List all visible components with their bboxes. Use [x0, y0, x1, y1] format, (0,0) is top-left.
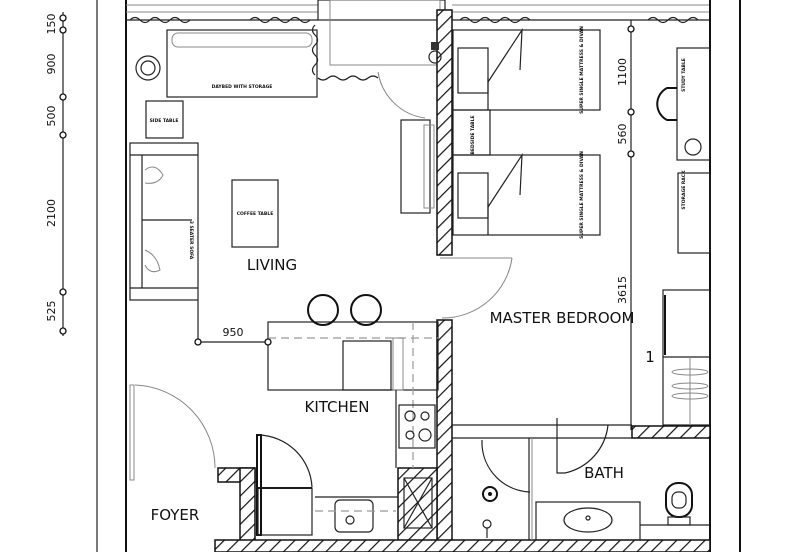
wardrobe-tag: 1: [645, 348, 655, 366]
dim-3615: 3615: [616, 276, 629, 304]
tv-panel: [423, 124, 435, 209]
room-label-bath: BATH: [584, 464, 624, 482]
bar-stool: [350, 294, 382, 326]
room-label-kitchen: KITCHEN: [305, 398, 370, 416]
room-label-foyer: FOYER: [151, 506, 200, 524]
kitchen-sink: [315, 496, 398, 533]
bed-2: SUPER SINGLE MATTRESS & DIVAN: [452, 151, 601, 239]
bedroom-dimension-chain: 1100 560 3615: [616, 20, 635, 430]
bed-1: SUPER SINGLE MATTRESS & DIVAN: [452, 26, 601, 114]
dim-500: 500: [45, 106, 58, 127]
floor-lamp-icon: [135, 55, 161, 81]
daybed-label: DAYBED WITH STORAGE: [212, 84, 273, 90]
door-swing: [377, 71, 426, 119]
left-dimension-chain: 150 900 500 2100 525: [45, 12, 67, 336]
coffee-table-label: COFFEE TABLE: [237, 211, 274, 217]
wall-living-bedroom: [436, 9, 453, 256]
bedside-table-label: BEDSIDE TABLE: [470, 115, 476, 154]
switch-icon: [431, 42, 439, 50]
kitchen-dimension: 950: [194, 300, 272, 346]
study-table: STUDY TABLE: [656, 47, 711, 161]
service-shaft: [403, 477, 433, 529]
coffee-table: COFFEE TABLE: [231, 179, 279, 248]
kitchen-island: [267, 321, 439, 391]
sofa-label: 3 SEATER SOFA: [188, 221, 194, 260]
bedside-table: BEDSIDE TABLE: [452, 109, 491, 156]
study-table-label: STUDY TABLE: [681, 58, 687, 92]
wardrobe: [662, 289, 711, 426]
wall-foyer-column: [239, 467, 256, 552]
wall-kitchen-bath: [436, 319, 453, 552]
dim-950: 950: [223, 326, 244, 339]
side-table: SIDE TABLE: [145, 100, 184, 139]
tv-console: [400, 119, 431, 214]
entry-door-swing: [134, 384, 216, 469]
room-label-master-bedroom: MASTER BEDROOM: [490, 309, 635, 327]
dim-560: 560: [616, 124, 629, 145]
wall-bath-right: [631, 425, 711, 439]
wall-bottom: [214, 539, 711, 552]
fixture-icon: [428, 50, 442, 64]
toilet-icon: [665, 482, 693, 526]
bed-2-label: SUPER SINGLE MATTRESS & DIVAN: [579, 151, 585, 239]
room-label-living: LIVING: [247, 256, 297, 274]
dim-525: 525: [45, 301, 58, 322]
cooktop-icon: [404, 410, 432, 442]
shoe-cabinet: [256, 434, 313, 536]
dim-150: 150: [45, 14, 58, 35]
bed-1-label: SUPER SINGLE MATTRESS & DIVAN: [579, 26, 585, 114]
shaft-cross-icon: [403, 477, 433, 529]
kitchen-counter: [395, 322, 436, 468]
storage-rack-label: STORAGE RACK: [681, 170, 687, 210]
dim-2100: 2100: [45, 199, 58, 227]
storage-rack: STORAGE RACK: [677, 170, 711, 254]
entry-door: [129, 384, 135, 481]
bath-fixtures: [481, 418, 710, 541]
bar-stool: [307, 294, 339, 326]
dim-900: 900: [45, 54, 58, 75]
side-table-label: SIDE TABLE: [150, 118, 179, 124]
sofa: 3 SEATER SOFA: [129, 142, 199, 301]
daybed: DAYBED WITH STORAGE: [166, 29, 318, 98]
dim-1100: 1100: [616, 58, 629, 86]
bedroom-door-swing: [441, 257, 513, 319]
